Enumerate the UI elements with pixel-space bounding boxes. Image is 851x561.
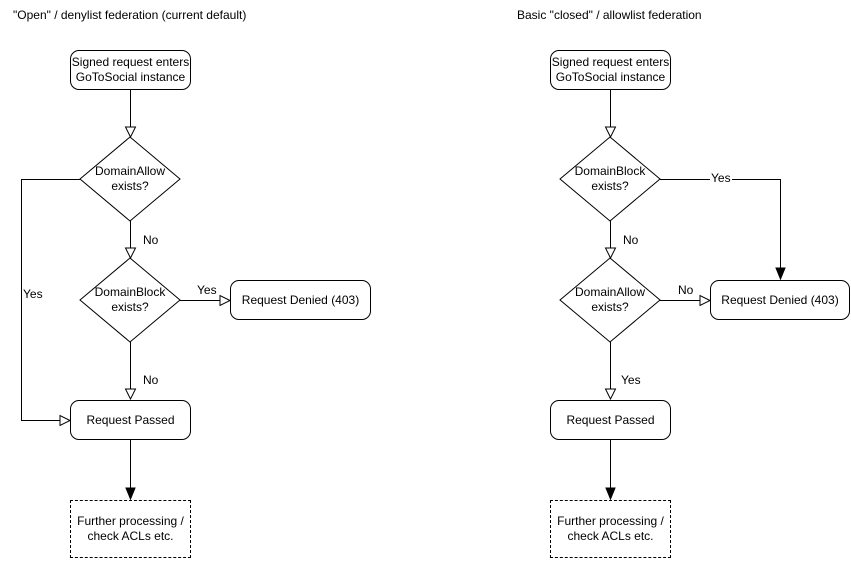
node-request-passed-left: Request Passed <box>70 400 191 440</box>
right-chart-connectors <box>559 90 786 501</box>
decision-diamond-domainblock-right <box>559 136 661 222</box>
edge-label-no: No <box>142 373 160 388</box>
node-decision-domainallow-label-right: DomainAllow exists? <box>574 285 646 314</box>
decision-diamond-domainblock-left <box>79 257 181 343</box>
arrowhead-filled-down-icon <box>125 487 136 501</box>
arrowhead-open-down-icon <box>124 126 137 139</box>
connector-decision1-yes-to-denied-right <box>660 179 781 268</box>
connector-decision1-yes-to-passed-left <box>21 179 80 421</box>
node-request-denied-left: Request Denied (403) <box>230 280 371 320</box>
arrowhead-open-down-icon <box>604 388 617 401</box>
arrowhead-open-down-icon <box>124 388 137 401</box>
arrowhead-open-down-icon <box>604 126 617 139</box>
left-chart-connectors <box>21 90 232 501</box>
edge-label-yes: Yes <box>22 287 44 302</box>
node-start-left: Signed request enters GoToSocial instanc… <box>70 50 191 90</box>
arrowhead-open-right-icon <box>59 414 72 427</box>
chart-title-left: "Open" / denylist federation (current de… <box>13 8 247 22</box>
arrowhead-filled-down-icon <box>605 487 616 501</box>
arrowhead-open-down-icon <box>604 247 617 260</box>
edge-label-yes: Yes <box>710 171 732 186</box>
node-further-processing-left: Further processing / check ACLs etc. <box>70 500 191 558</box>
node-start-right: Signed request enters GoToSocial instanc… <box>550 50 671 90</box>
edge-label-yes: Yes <box>196 283 218 298</box>
decision-diamond-domainallow-left <box>79 136 181 222</box>
arrowhead-filled-down-icon <box>775 267 786 281</box>
node-request-denied-right: Request Denied (403) <box>710 280 850 320</box>
edge-label-no: No <box>622 233 640 248</box>
node-further-processing-right: Further processing / check ACLs etc. <box>550 500 671 558</box>
node-decision-domainblock-label-right: DomainBlock exists? <box>574 164 646 193</box>
node-request-passed-right: Request Passed <box>550 400 671 440</box>
decision-diamond-domainallow-right <box>559 257 661 343</box>
chart-title-right: Basic "closed" / allowlist federation <box>517 8 702 22</box>
arrowhead-open-right-icon <box>219 294 232 307</box>
edge-label-no: No <box>677 283 695 298</box>
arrowhead-open-right-icon <box>699 294 712 307</box>
edge-label-yes: Yes <box>620 373 642 388</box>
edge-label-no: No <box>142 233 160 248</box>
arrowhead-open-down-icon <box>124 247 137 260</box>
node-decision-domainallow-label-left: DomainAllow exists? <box>94 164 166 193</box>
node-decision-domainblock-label-left: DomainBlock exists? <box>94 285 166 314</box>
